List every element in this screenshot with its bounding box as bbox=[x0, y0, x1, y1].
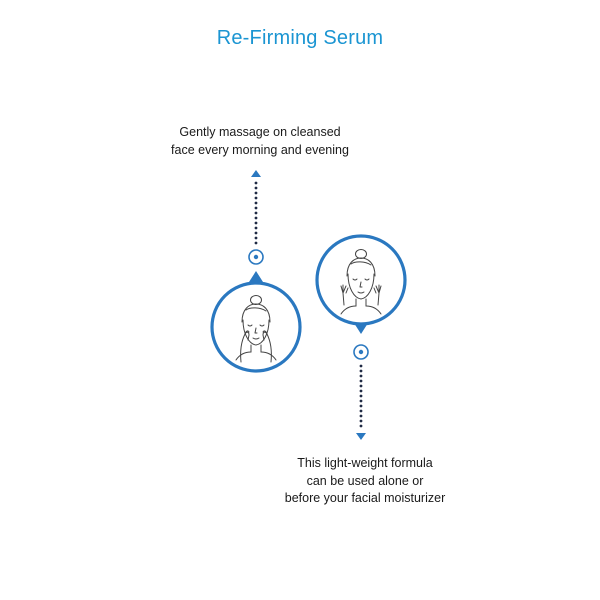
connector-dot bbox=[254, 216, 258, 220]
connector-dot bbox=[254, 206, 258, 210]
step-2-caption-line-1: This light-weight formula bbox=[297, 456, 433, 470]
connector-dot bbox=[359, 379, 363, 383]
connector-dot bbox=[254, 236, 258, 240]
connector-dot bbox=[359, 364, 363, 368]
connector-dot bbox=[254, 241, 258, 245]
step-1-illustration bbox=[210, 281, 302, 373]
step-2-dotted-line bbox=[359, 364, 363, 428]
connector-dot bbox=[254, 226, 258, 230]
connector-dot bbox=[359, 424, 363, 428]
step-1-pointer-icon bbox=[249, 271, 263, 282]
step-2-illustration bbox=[315, 234, 407, 334]
connector-dot bbox=[359, 409, 363, 413]
connector-dot bbox=[359, 419, 363, 423]
connector-dot bbox=[359, 384, 363, 388]
step-1-dotted-line bbox=[254, 181, 258, 245]
face-hands-raised-icon bbox=[340, 249, 382, 315]
step-2-arrow-down-icon bbox=[356, 433, 366, 440]
step-1-arrow-up-icon bbox=[251, 170, 261, 177]
step-1-target-icon bbox=[248, 249, 264, 265]
connector-dot bbox=[254, 181, 258, 185]
page-title: Re-Firming Serum bbox=[216, 27, 384, 49]
step-2-target-icon bbox=[353, 344, 369, 360]
step-2-caption-line-3: before your facial moisturizer bbox=[284, 491, 446, 505]
step-1-connector bbox=[248, 170, 264, 282]
connector-dot bbox=[359, 369, 363, 373]
connector-dot bbox=[359, 374, 363, 378]
step-2-pointer-icon bbox=[354, 323, 368, 334]
connector-dot bbox=[254, 201, 258, 205]
connector-dot bbox=[254, 196, 258, 200]
connector-dot bbox=[254, 221, 258, 225]
connector-dot bbox=[359, 414, 363, 418]
step-2-caption: This light-weight formula can be used al… bbox=[260, 455, 470, 508]
step-2-connector bbox=[353, 344, 369, 440]
step-2-caption-line-2: can be used alone or bbox=[306, 473, 424, 488]
step-1-caption: Gently massage on cleansed face every mo… bbox=[150, 124, 370, 159]
connector-dot bbox=[359, 399, 363, 403]
face-massage-hands-on-cheeks-icon bbox=[235, 295, 277, 363]
connector-dot bbox=[359, 394, 363, 398]
connector-dot bbox=[254, 186, 258, 190]
connector-dot bbox=[254, 231, 258, 235]
step-1-caption-line-1: Gently massage on cleansed bbox=[179, 125, 341, 139]
connector-dot bbox=[359, 389, 363, 393]
step-1-caption-line-2: face every morning and evening bbox=[171, 142, 349, 157]
connector-dot bbox=[254, 191, 258, 195]
connector-dot bbox=[359, 404, 363, 408]
connector-dot bbox=[254, 211, 258, 215]
